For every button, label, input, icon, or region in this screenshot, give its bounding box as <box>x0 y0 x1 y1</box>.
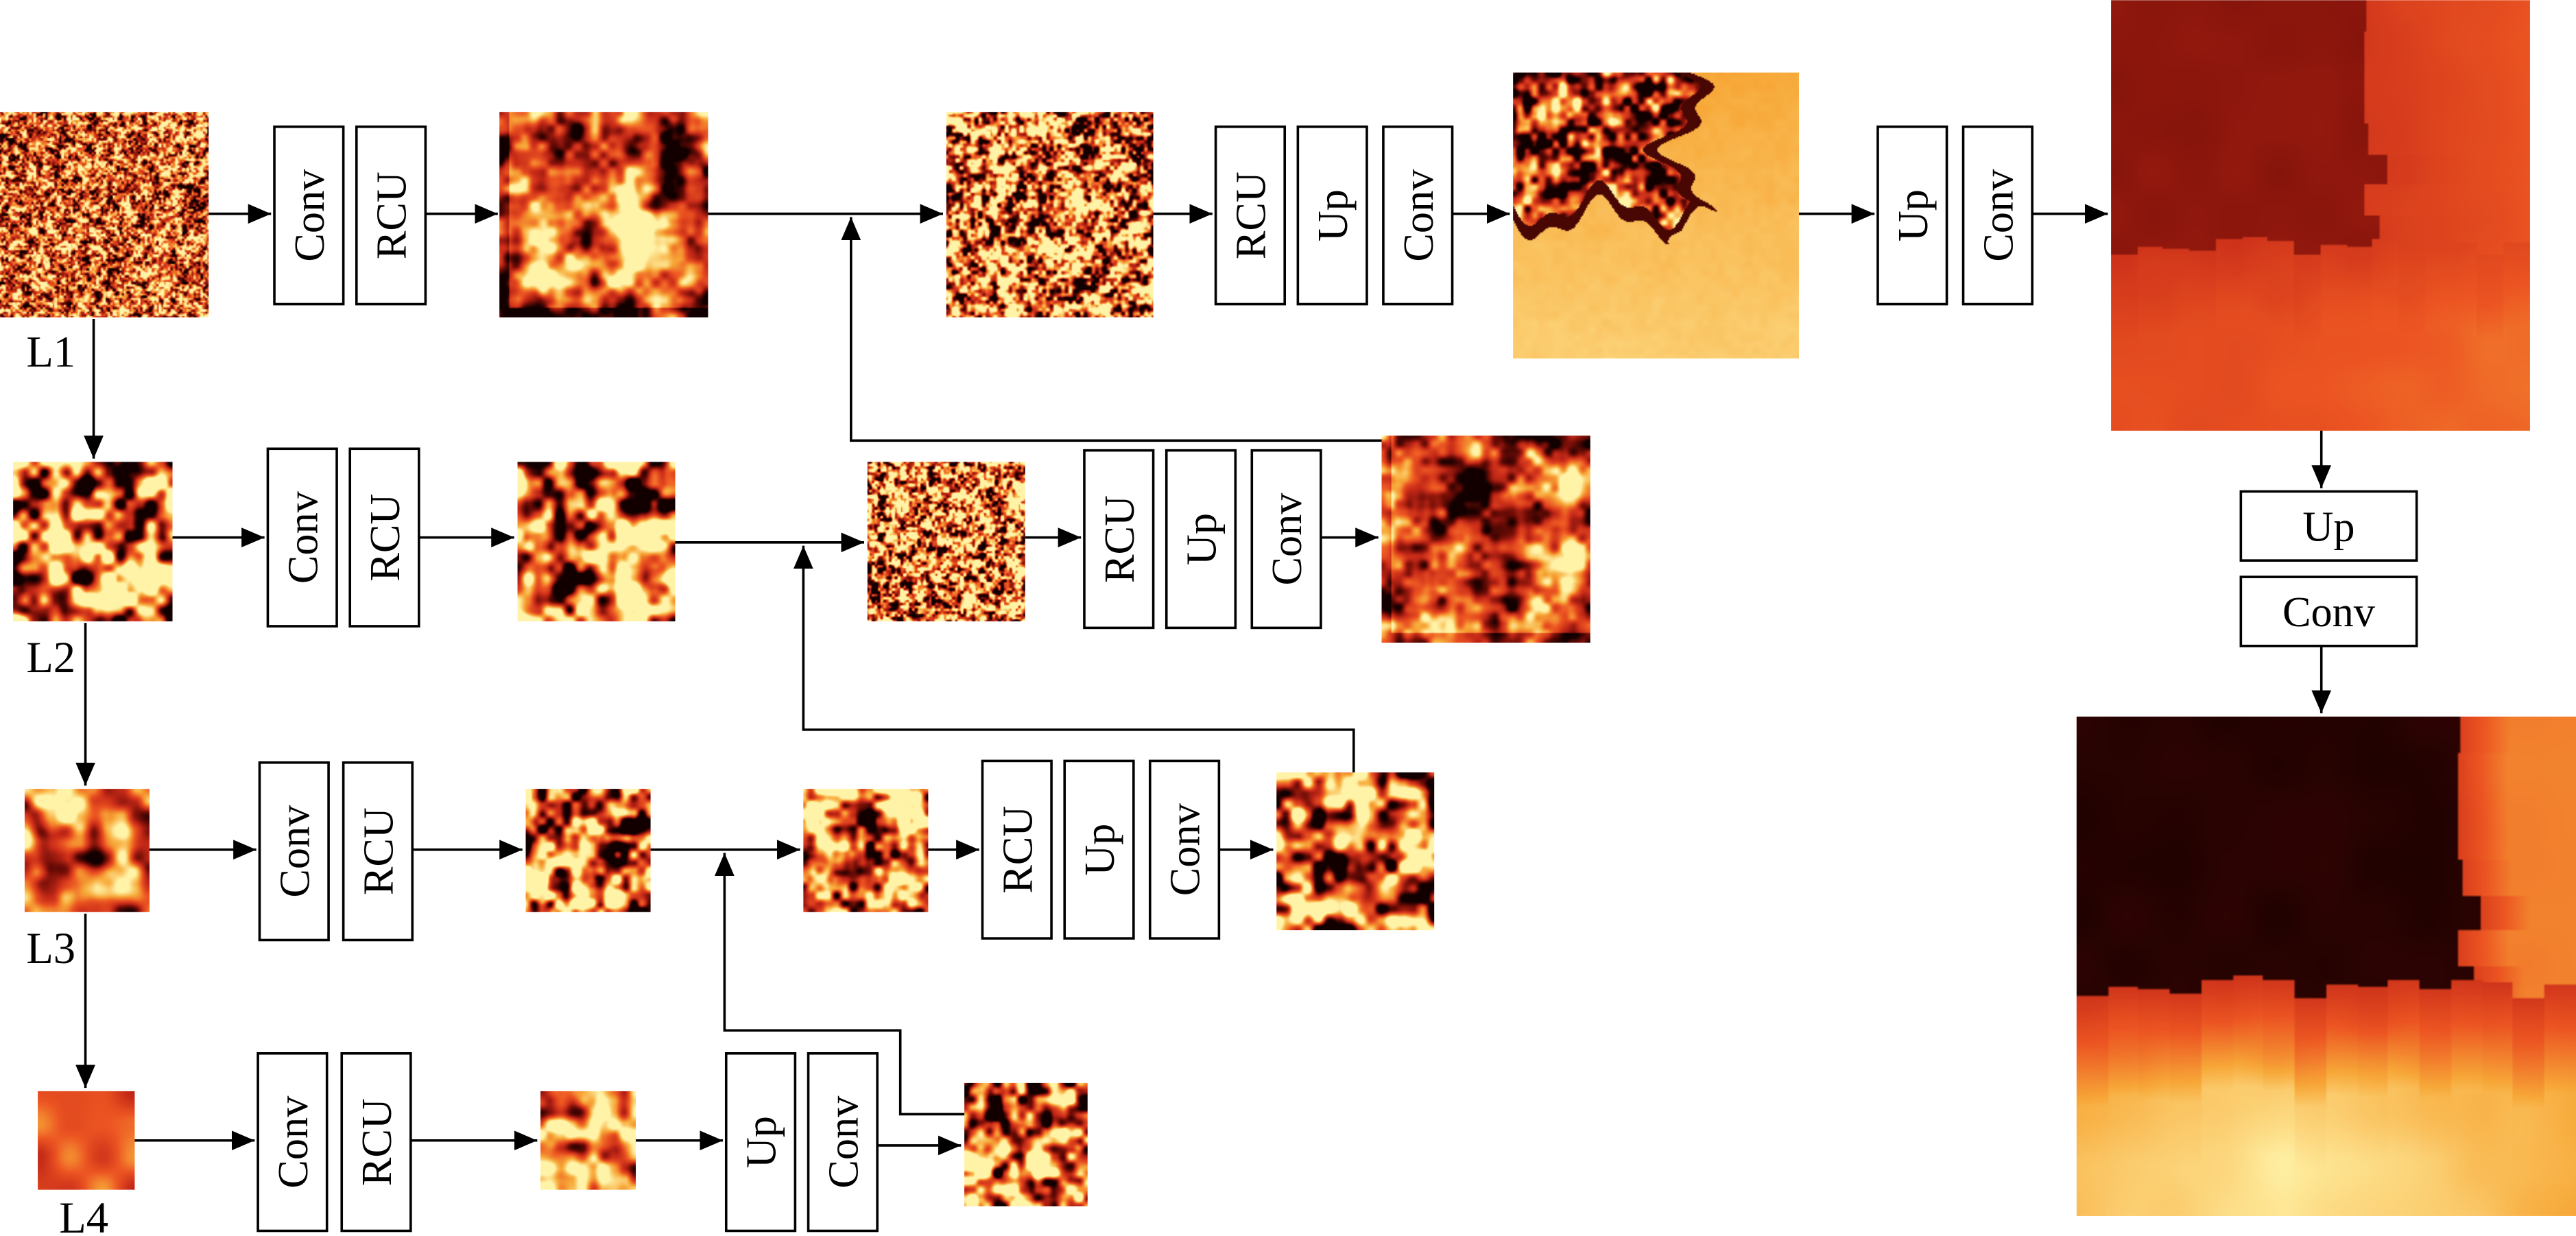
head-conv-block-2: Conv <box>2239 575 2418 647</box>
l4-input-feature-map <box>38 1091 135 1190</box>
l1-fusion-conv-block-frame <box>1382 125 1454 306</box>
skip-connection-l4-to-l3 <box>715 853 965 1116</box>
head-conv-block-1: Conv <box>1961 125 2034 306</box>
l1-fusion-up-block-frame <box>1296 125 1368 306</box>
l2-fusion-conv-block: Conv <box>1250 449 1322 630</box>
head-up-block-1-frame <box>1876 125 1948 306</box>
l1-fusion-conv-block: Conv <box>1382 125 1454 306</box>
l3-fusion-conv-label: Conv <box>1162 803 1209 896</box>
l4-conv-block: Conv <box>257 1051 329 1233</box>
l3-rcu-feature-map <box>525 789 651 912</box>
l2-fusion-rcu-label: RCU <box>1097 495 1143 583</box>
l3-fusion-rcu-block-frame <box>981 759 1053 940</box>
l1-input-feature-map <box>0 112 209 318</box>
l2-output-feature-map <box>1381 436 1590 643</box>
l1-conv-block-frame <box>273 125 345 306</box>
l3-fusion-rcu-label: RCU <box>994 806 1041 894</box>
l1-rcu-block-frame <box>355 125 427 306</box>
l4-up-conv-block-frame <box>807 1051 879 1233</box>
l2-fusion-conv-block-frame <box>1250 449 1322 630</box>
l4-rcu-label: RCU <box>354 1098 401 1186</box>
l1-fusion-up-label: Up <box>1310 189 1357 241</box>
l1-fusion-rcu-block-frame <box>1214 125 1287 306</box>
head-conv-block-2-frame <box>2239 575 2418 647</box>
l1-fusion-rcu-block: RCU <box>1214 125 1287 306</box>
l3-fusion-up-block-frame <box>1063 759 1135 940</box>
l4-up-label: Up <box>739 1116 785 1168</box>
l2-conv-block-frame <box>266 447 338 628</box>
l3-fusion-up-label: Up <box>1077 824 1123 876</box>
l1-output-feature-map <box>1513 72 1799 359</box>
l3-fusion-up-block: Up <box>1063 759 1135 940</box>
level-4-branch: L4 Conv RCU Up Conv <box>38 853 1088 1236</box>
l1-fusion-rcu-label: RCU <box>1228 171 1274 259</box>
l3-rcu-block-frame <box>342 761 414 942</box>
l2-rcu-feature-map <box>517 462 676 621</box>
l3-conv-label: Conv <box>272 805 318 898</box>
l2-conv-label: Conv <box>280 490 326 584</box>
head-up-block-2-frame <box>2239 490 2418 562</box>
l2-fusion-rcu-block-frame <box>1083 449 1155 630</box>
l3-fusion-rcu-block: RCU <box>981 759 1053 940</box>
l1-rcu-block: RCU <box>355 125 427 306</box>
l1-fusion-up-block: Up <box>1296 125 1368 306</box>
l3-rcu-block: RCU <box>342 761 414 942</box>
l4-up-conv-block: Conv <box>807 1051 879 1233</box>
l4-rcu-feature-map <box>540 1091 636 1190</box>
l4-rcu-block: RCU <box>340 1051 412 1233</box>
head-up-block-2: Up <box>2239 490 2418 562</box>
l4-rcu-block-frame <box>340 1051 412 1233</box>
l3-input-feature-map <box>24 789 150 912</box>
l1-fusion-conv-label: Conv <box>1396 169 1442 262</box>
head-conv-label-1: Conv <box>1975 169 2022 262</box>
l3-fusion-conv-block: Conv <box>1148 759 1221 940</box>
l3-output-feature-map <box>1276 772 1435 931</box>
l2-fused-feature-map <box>867 462 1025 621</box>
skip-connection-l2-to-l1 <box>841 217 1382 442</box>
final-depth-map <box>2076 716 2576 1216</box>
level-label-l1: L1 <box>26 327 75 377</box>
skip-connection-l3-to-l2 <box>793 545 1355 773</box>
head-up-block-1: Up <box>1876 125 1948 306</box>
l2-fusion-conv-label: Conv <box>1264 492 1311 586</box>
l1-rcu-feature-map <box>499 112 708 318</box>
level-2-branch: L2 Conv RCU RCU Up Conv <box>13 217 1590 682</box>
l1-conv-label: Conv <box>287 169 333 262</box>
l3-conv-block: Conv <box>258 761 330 942</box>
l1-conv-block: Conv <box>273 125 345 306</box>
l2-fusion-up-label: Up <box>1179 513 1226 565</box>
l4-up-conv-label: Conv <box>820 1095 867 1189</box>
l3-rcu-label: RCU <box>356 807 403 895</box>
level-label-l3: L3 <box>26 923 75 973</box>
l4-conv-label: Conv <box>270 1095 317 1189</box>
l3-conv-block-frame <box>258 761 330 942</box>
l2-fusion-rcu-block: RCU <box>1083 449 1155 630</box>
intermediate-depth-map <box>2111 0 2530 431</box>
l2-rcu-block-frame <box>348 447 420 628</box>
l4-up-block: Up <box>724 1051 797 1233</box>
head-conv-block-1-frame <box>1961 125 2034 306</box>
level-label-l2: L2 <box>26 632 75 682</box>
l1-rcu-label: RCU <box>369 171 416 259</box>
l4-conv-block-frame <box>257 1051 329 1233</box>
head-up-label-2: Up <box>2302 503 2354 550</box>
l2-rcu-label: RCU <box>362 494 409 582</box>
head-up-label-1: Up <box>1890 189 1937 241</box>
l2-fusion-up-block: Up <box>1165 449 1237 630</box>
l2-conv-block: Conv <box>266 447 338 628</box>
l4-up-block-frame <box>724 1051 797 1233</box>
l2-rcu-block: RCU <box>348 447 420 628</box>
head-conv-label-2: Conv <box>2282 589 2376 636</box>
level-label-l4: L4 <box>59 1193 108 1236</box>
l2-input-feature-map <box>13 462 173 621</box>
l3-fused-feature-map <box>803 789 929 912</box>
l1-fused-feature-map <box>946 112 1154 318</box>
l2-fusion-up-block-frame <box>1165 449 1237 630</box>
output-head: Up Conv <box>2076 430 2576 1216</box>
l4-output-feature-map <box>964 1082 1088 1207</box>
level-1-branch: L1 Conv RCU RCU Up Conv <box>0 0 2530 431</box>
level-3-branch: L3 Conv RCU RCU Up Conv <box>24 545 1435 973</box>
